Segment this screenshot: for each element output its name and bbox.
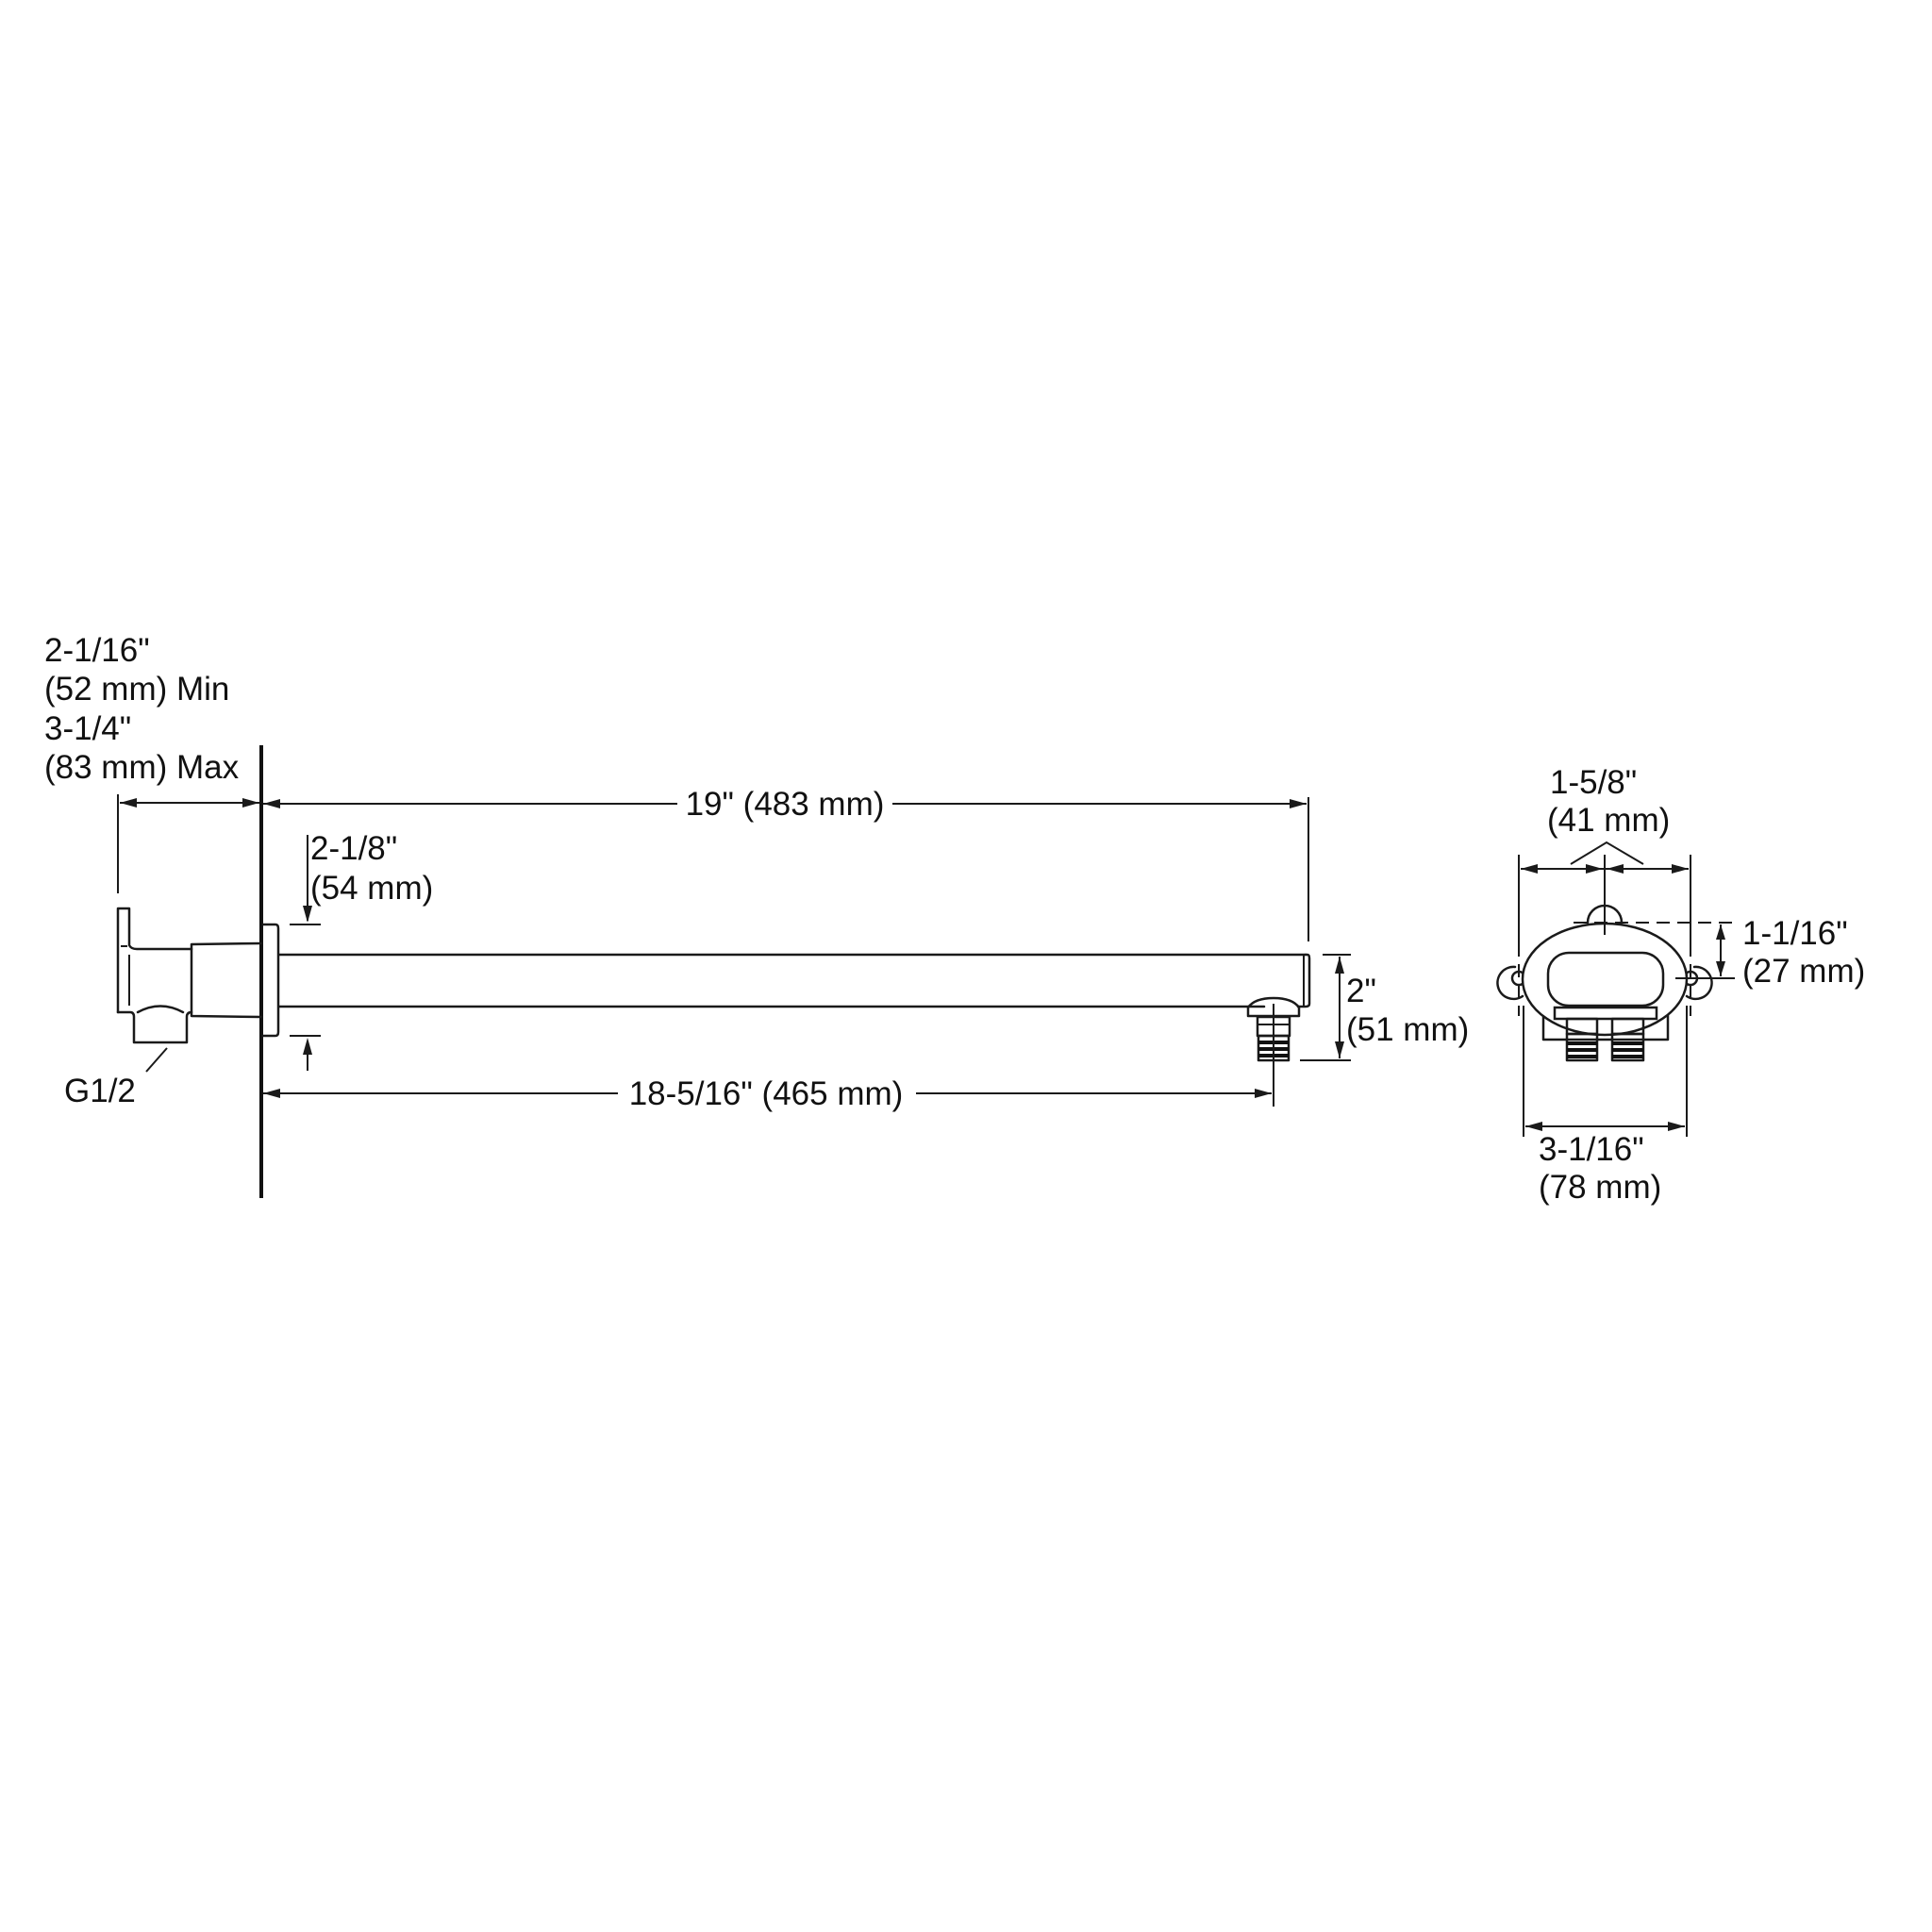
overall-length-dimension: 19" (483 mm)	[263, 786, 1309, 941]
drop-mm: (51 mm)	[1346, 1011, 1469, 1048]
shower-arm	[261, 923, 1311, 1038]
overall-length-label: 19" (483 mm)	[686, 786, 885, 823]
offset-dimension: 1-1/16" (27 mm)	[1574, 915, 1865, 990]
outlet-nozzle	[1246, 996, 1301, 1107]
hole-spacing-dimension	[1518, 841, 1691, 1016]
projection-min-inch: 2-1/16"	[44, 632, 150, 669]
wall-valve: G1/2	[64, 907, 263, 1109]
end-view: 1-5/8" (41 mm)	[1496, 764, 1865, 1206]
hole-spacing-inch: 1-5/8"	[1550, 764, 1637, 801]
projection-min-mm: (52 mm) Min	[44, 671, 229, 708]
offset-mm: (27 mm)	[1742, 953, 1865, 990]
projection-max-inch: 3-1/4"	[44, 710, 131, 747]
width-mm: (78 mm)	[1539, 1169, 1661, 1206]
outlet-length-dimension: 18-5/16" (465 mm)	[263, 1075, 1272, 1112]
width-inch: 3-1/16"	[1539, 1131, 1644, 1168]
arm-height-mm: (54 mm)	[310, 870, 433, 907]
projection-max-mm: (83 mm) Max	[44, 749, 240, 786]
side-view: 2-1/16" (52 mm) Min 3-1/4" (83 mm) Max 1…	[44, 632, 1469, 1198]
drop-inch: 2"	[1346, 973, 1376, 1009]
offset-inch: 1-1/16"	[1742, 915, 1848, 952]
outlet-length-label: 18-5/16" (465 mm)	[629, 1075, 904, 1112]
outlet-threads	[1565, 1032, 1645, 1062]
thread-label: G1/2	[64, 1073, 136, 1109]
drop-dimension: 2" (51 mm)	[1300, 954, 1469, 1061]
arm-height-inch: 2-1/8"	[310, 830, 397, 867]
width-dimension: 3-1/16" (78 mm)	[1523, 1006, 1688, 1206]
arm-height-dimension: 2-1/8" (54 mm)	[290, 830, 433, 1071]
projection-dimension	[117, 794, 259, 893]
hole-spacing-mm: (41 mm)	[1547, 802, 1670, 839]
